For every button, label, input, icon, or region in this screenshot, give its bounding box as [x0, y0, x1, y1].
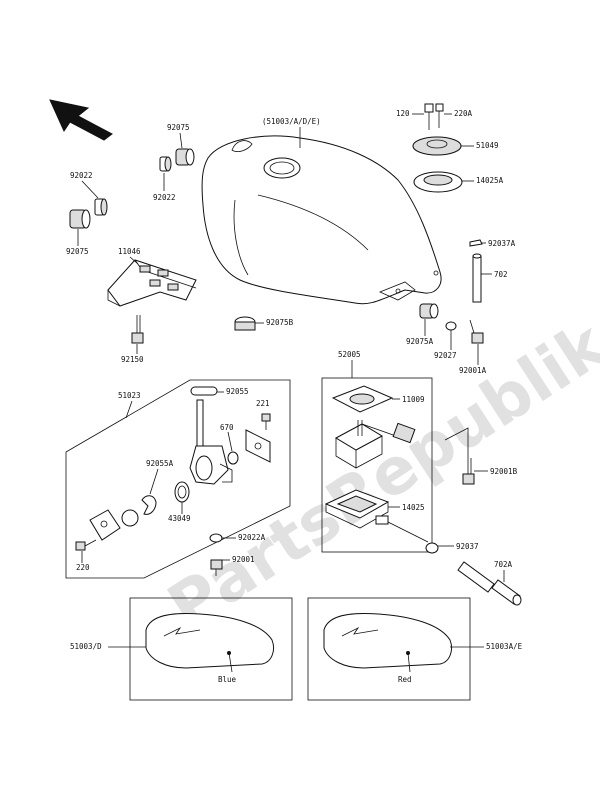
label-damper-92075a: 92075A: [406, 337, 434, 346]
plug-92075b: [234, 316, 256, 331]
direction-arrow-icon: [49, 99, 113, 141]
label-tank-red-code: 51003A/E: [486, 642, 523, 651]
label-bolt-220a: 220A: [454, 109, 473, 118]
label-gasket-11009: 11009: [402, 395, 425, 404]
label-bolt-120: 120: [396, 109, 410, 118]
label-damper-92075-top: 92075: [167, 123, 190, 132]
label-bolt-92001a: 92001A: [459, 366, 487, 375]
fuel-cock-assembly: [75, 386, 271, 551]
label-bolt-92001b: 92001B: [490, 467, 518, 476]
label-bolt-92150: 92150: [121, 355, 144, 364]
tank-variant-blue: [145, 612, 275, 673]
label-gasket-14025: 14025: [402, 503, 425, 512]
fuel-gauge-assembly: [324, 385, 416, 529]
fuel-gauge-group-box: [321, 377, 433, 553]
fuel-cock-group-box: [65, 379, 291, 579]
label-tank-main: (51003/A/D/E): [262, 117, 321, 126]
label-collar-92022-left: 92022: [70, 171, 93, 180]
damper-pair-left: [69, 198, 108, 229]
label-screw-220: 220: [76, 563, 90, 572]
label-tube-702a: 702A: [494, 560, 513, 569]
tank-variant-blue-box: [129, 597, 293, 701]
label-damper-92022-top: 92022: [153, 193, 176, 202]
watermark-text: PartsRepublik: [156, 307, 600, 645]
fuel-tank: [201, 135, 442, 305]
clip-92037: [387, 521, 439, 554]
label-oring-92055: 92055: [226, 387, 249, 396]
label-seal-43049: 43049: [168, 514, 191, 523]
cock-mount-hardware: [209, 533, 223, 576]
label-oring-92055a: 92055A: [146, 459, 174, 468]
label-plug-92075b: 92075B: [266, 318, 294, 327]
label-clip-92037: 92037: [456, 542, 479, 551]
pin-and-tube: [469, 239, 483, 303]
damper-pair-top: [159, 148, 195, 172]
label-tube-702: 702: [494, 270, 508, 279]
label-washer-92022a: 92022A: [238, 533, 266, 542]
label-pin-92037a: 92037A: [488, 239, 516, 248]
tank-variant-red: [323, 612, 453, 673]
label-gauge-52005: 52005: [338, 350, 361, 359]
tube-702a: [457, 561, 522, 606]
label-cock-51023: 51023: [118, 391, 141, 400]
label-cap-670: 670: [220, 423, 234, 432]
label-bracket-11046: 11046: [118, 247, 141, 256]
label-gasket-14025a: 14025A: [476, 176, 504, 185]
bolt-92150: [131, 315, 144, 344]
label-screw-221: 221: [256, 399, 270, 408]
label-color-blue: Blue: [218, 675, 237, 684]
label-tank-blue-code: 51003/D: [70, 642, 102, 651]
tank-variant-red-box: [307, 597, 471, 701]
label-color-red: Red: [398, 675, 412, 684]
rear-mount-hardware: [419, 303, 484, 344]
label-washer-92027: 92027: [434, 351, 457, 360]
bolt-92001b: [444, 427, 475, 485]
label-damper-92075-left: 92075: [66, 247, 89, 256]
label-cap-51049: 51049: [476, 141, 499, 150]
mounting-bracket: [107, 259, 197, 307]
label-bolt-92001: 92001: [232, 555, 255, 564]
